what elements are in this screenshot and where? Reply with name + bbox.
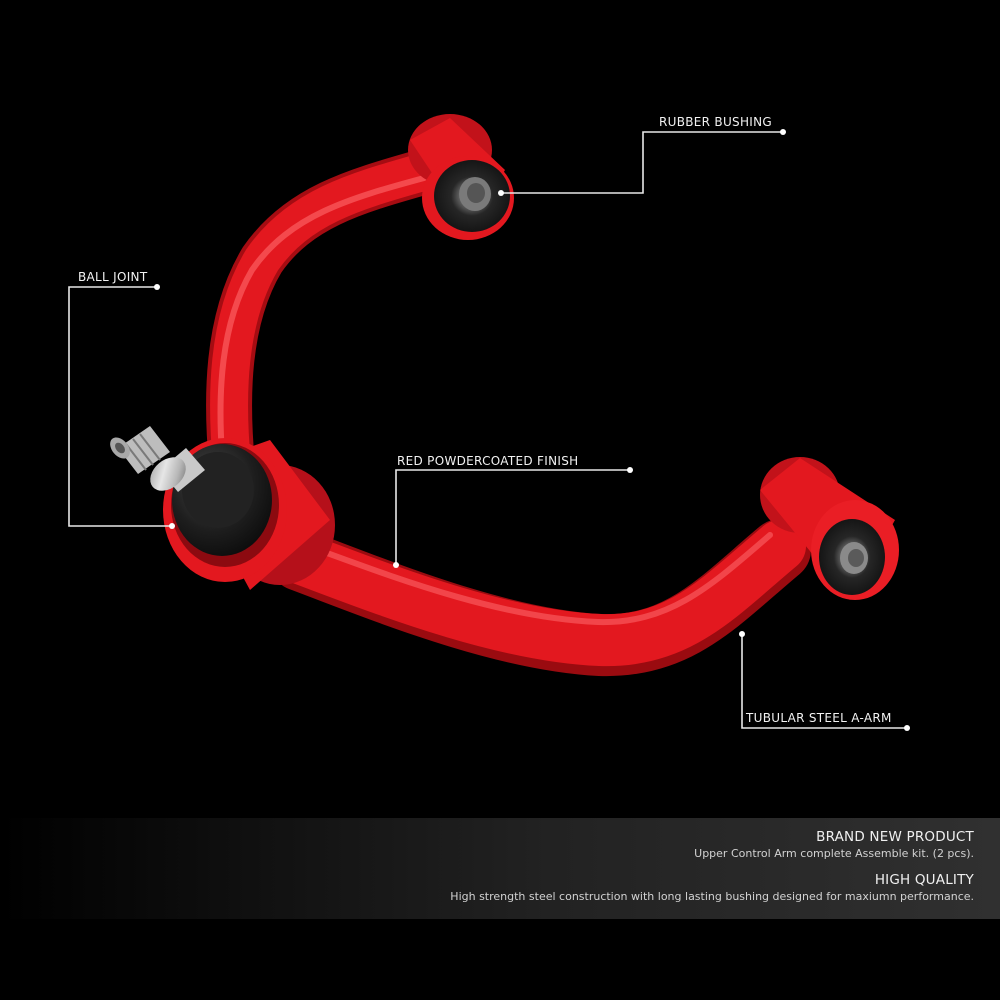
callout-dot-icon — [739, 631, 745, 637]
rubber-bushing-right — [760, 457, 899, 600]
banner-heading: HIGH QUALITY — [874, 872, 974, 888]
callout-dot-icon — [627, 467, 633, 473]
callout-red-powdercoated-finish: RED POWDERCOATED FINISH — [397, 454, 579, 468]
callout-dot-icon — [498, 190, 504, 196]
callout-rubber-bushing: RUBBER BUSHING — [659, 115, 772, 129]
callout-tubular-steel-a-arm: TUBULAR STEEL A-ARM — [746, 711, 892, 725]
callout-ball-joint: BALL JOINT — [78, 270, 148, 284]
callout-dot-icon — [393, 562, 399, 568]
callout-dot-icon — [169, 523, 175, 529]
banner-heading: BRAND NEW PRODUCT — [816, 829, 974, 845]
ball-joint-stud — [110, 426, 205, 492]
callout-dot-icon — [904, 725, 910, 731]
banner-description: Upper Control Arm complete Assemble kit.… — [694, 847, 974, 860]
product-info-banner: BRAND NEW PRODUCT Upper Control Arm comp… — [0, 818, 1000, 919]
callout-dot-icon — [780, 129, 786, 135]
callout-dot-icon — [154, 284, 160, 290]
rubber-bushing-top — [408, 114, 514, 240]
banner-item-brand-new: BRAND NEW PRODUCT Upper Control Arm comp… — [694, 829, 974, 860]
banner-description: High strength steel construction with lo… — [450, 890, 974, 903]
banner-item-high-quality: HIGH QUALITY High strength steel constru… — [450, 872, 974, 903]
